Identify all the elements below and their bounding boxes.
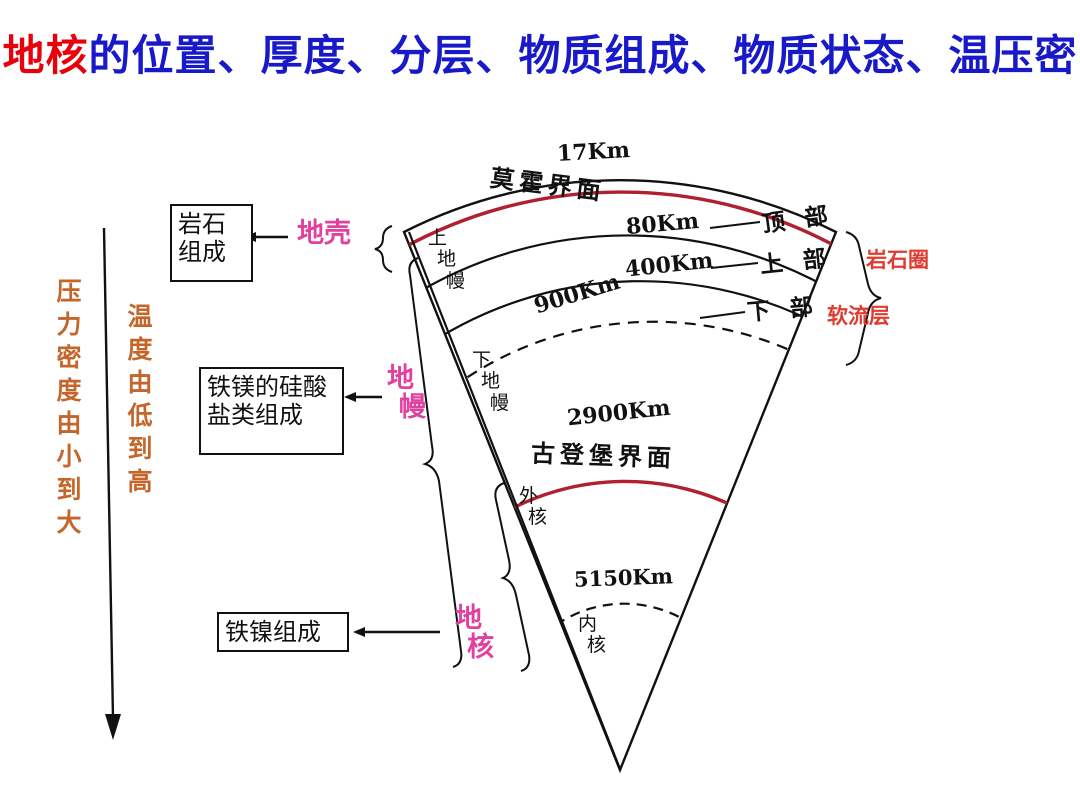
upper-lower-mantle-line — [451, 320, 836, 389]
composition-box-crust-line-1: 岩石 — [178, 210, 226, 238]
crust-brace — [374, 225, 393, 273]
composition-box-core-line-1: 铁镍组成 — [225, 617, 321, 646]
composition-box-mantle-line-1: 铁镁的硅酸 — [207, 373, 327, 401]
gradient-temp-char-6: 高 — [127, 467, 153, 496]
composition-box-mantle-line-2: 盐类组成 — [207, 401, 303, 430]
outer-core-label-char-2: 核 — [528, 506, 548, 529]
depth-label-inner-core: 5150Km — [573, 563, 674, 592]
gradient-pd-char-3: 密 — [56, 343, 82, 372]
layer-name-mantle-char-1: 地 — [387, 363, 414, 394]
gradient-temp-char-5: 到 — [127, 434, 153, 463]
gradient-pd-char-8: 大 — [56, 508, 82, 537]
lower-mantle-label-char-3: 幔 — [490, 391, 510, 414]
inner-core-label-char-1: 内 — [578, 613, 598, 635]
gradient-pd-char-1: 压 — [56, 277, 82, 306]
layer-name-core: 地 核 — [455, 604, 494, 662]
outer-core-label: 外 核 — [519, 485, 548, 529]
gradient-arrow-head — [105, 714, 121, 740]
leader-line-upper — [710, 262, 759, 269]
upper-mantle-mid-line — [419, 280, 836, 351]
composition-box-core: 铁镍组成 — [217, 612, 349, 652]
core-callout-arrowhead — [353, 627, 365, 637]
lithosphere-brace — [845, 231, 882, 366]
gradient-temperature: 温 度 由 低 到 高 — [123, 300, 157, 498]
lower-mantle-label: 下 地 幔 — [472, 349, 510, 414]
mantle-part-lower: 下 部 — [745, 292, 821, 327]
inner-core-label-char-2: 核 — [587, 634, 607, 657]
layer-name-mantle: 地 幔 — [387, 364, 426, 422]
layer-name-mantle-char-2: 幔 — [399, 392, 426, 424]
title-highlight: 地核 — [2, 31, 89, 80]
gutenberg-name: 古登堡界面 — [530, 438, 677, 473]
gradient-arrow-shaft — [102, 227, 115, 719]
outer-core-label-char-1: 外 — [519, 485, 539, 507]
upper-mantle-label-char-1: 上 — [428, 227, 448, 249]
layer-name-core-char-2: 核 — [467, 632, 494, 664]
lithosphere-base-line — [411, 234, 836, 297]
note-lithosphere: 岩石圈 — [866, 248, 929, 272]
gradient-pd-char-4: 度 — [56, 376, 82, 405]
upper-mantle-label-char-2: 地 — [437, 248, 457, 271]
inner-core-line — [555, 602, 689, 626]
wedge-left-inner-edge — [407, 231, 622, 770]
layer-name-core-char-1: 地 — [455, 603, 482, 634]
gradient-temp-char-2: 度 — [127, 335, 153, 364]
composition-box-crust: 岩石 组成 — [170, 204, 253, 282]
lower-mantle-label-char-2: 地 — [481, 370, 501, 393]
note-asthenosphere: 软流层 — [827, 304, 890, 328]
upper-mantle-label-char-3: 幔 — [446, 269, 466, 292]
page-title: 地核的位置、厚度、分层、物质组成、物质状态、温压密 — [0, 22, 1080, 83]
core-brace — [494, 482, 531, 672]
gradient-pd-char-2: 力 — [56, 310, 82, 339]
leader-line-lower — [699, 311, 746, 319]
moho-discontinuity-line — [404, 190, 836, 254]
moho-group — [404, 190, 836, 626]
composition-box-crust-line-2: 组成 — [178, 238, 226, 267]
composition-box-mantle: 铁镁的硅酸 盐类组成 — [199, 367, 344, 455]
gradient-pd-char-7: 到 — [56, 475, 82, 504]
mantle-callout-arrowhead — [344, 392, 356, 402]
gradient-temp-char-4: 低 — [127, 401, 153, 430]
gradient-temp-char-3: 由 — [127, 368, 153, 397]
leader-line-top — [709, 221, 761, 229]
gradient-temp-char-1: 温 — [127, 302, 153, 331]
lower-mantle-label-char-1: 下 — [472, 349, 492, 371]
inner-core-label: 内 核 — [578, 613, 607, 657]
wedge-outline — [402, 179, 838, 774]
upper-mantle-label: 上 地 幔 — [428, 227, 466, 292]
gradient-pd-char-6: 小 — [56, 442, 82, 471]
gradient-pd-char-5: 由 — [56, 409, 82, 438]
gradient-pressure-density: 压 力 密 度 由 小 到 大 — [52, 275, 86, 539]
gutenberg-discontinuity-line — [499, 479, 746, 517]
layer-name-crust: 地壳 — [297, 218, 351, 249]
depth-label-moho: 17Km — [556, 137, 631, 167]
title-rest: 的位置、厚度、分层、物质组成、物质状态、温压密 — [88, 31, 1078, 80]
mantle-brace — [408, 257, 463, 668]
